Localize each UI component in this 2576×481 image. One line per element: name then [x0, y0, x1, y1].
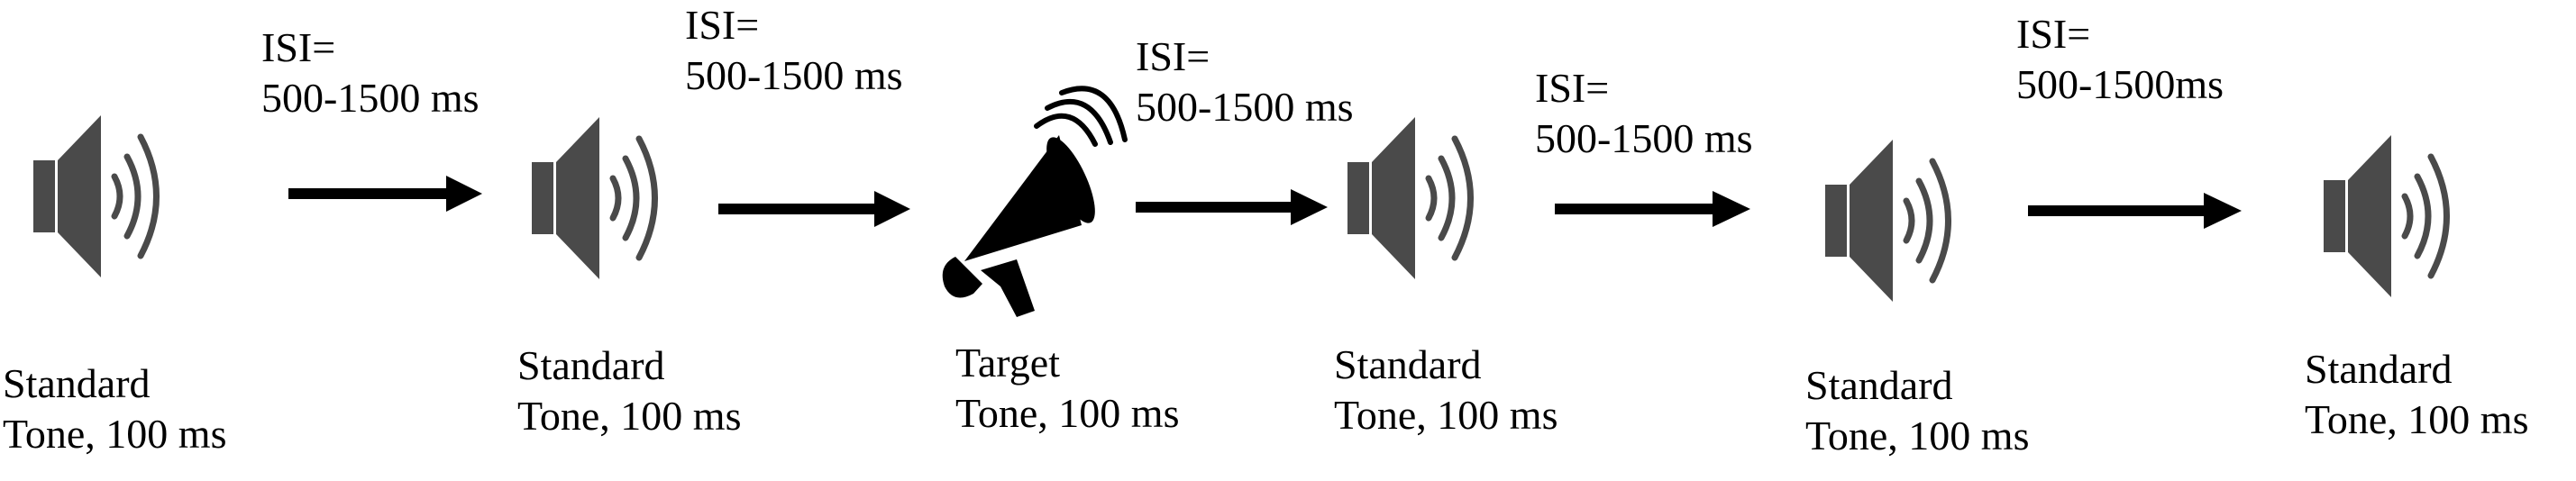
stimulus-label: Target Tone, 100 ms — [955, 338, 1180, 439]
speaker-icon — [1347, 117, 1471, 279]
arrow-right-icon — [2028, 193, 2242, 229]
stimulus-type: Standard — [1334, 341, 1482, 387]
isi-range: 500-1500 ms — [261, 75, 480, 122]
megaphone-icon — [942, 86, 1128, 317]
speaker-icon — [33, 115, 157, 277]
stimulus-duration: Tone, 100 ms — [2305, 396, 2529, 443]
arrow-right-icon — [288, 176, 482, 212]
stimulus-type: Target — [955, 340, 1060, 386]
isi-label: ISI= 500-1500 ms — [685, 0, 903, 101]
stimulus-label: Standard Tone, 100 ms — [1334, 340, 1558, 440]
isi-label: ISI= 500-1500 ms — [1136, 32, 1354, 132]
isi-label: ISI= 500-1500ms — [2016, 9, 2224, 110]
stimulus-label: Standard Tone, 100 ms — [2305, 344, 2529, 445]
stimulus-label: Standard Tone, 100 ms — [3, 358, 227, 459]
isi-range: 500-1500 ms — [1136, 84, 1354, 131]
speaker-icon — [1825, 140, 1949, 302]
stimulus-duration: Tone, 100 ms — [1334, 392, 1558, 439]
isi-range: 500-1500ms — [2016, 61, 2224, 108]
speaker-icon — [2324, 135, 2447, 297]
arrow-right-icon — [1555, 191, 1750, 227]
arrow-right-icon — [1136, 189, 1328, 225]
stimulus-label: Standard Tone, 100 ms — [517, 340, 742, 441]
stimulus-type: Standard — [2305, 346, 2453, 392]
stimulus-type: Standard — [1805, 362, 1953, 408]
stimulus-duration: Tone, 100 ms — [1805, 413, 2030, 459]
isi-range: 500-1500 ms — [1535, 115, 1753, 162]
stimulus-label: Standard Tone, 100 ms — [1805, 360, 2030, 461]
isi-title: ISI= — [2016, 11, 2091, 57]
isi-title: ISI= — [1535, 65, 1610, 111]
isi-title: ISI= — [261, 24, 336, 70]
speaker-icon — [532, 117, 655, 279]
isi-range: 500-1500 ms — [685, 52, 903, 99]
isi-title: ISI= — [685, 2, 760, 48]
stimulus-type: Standard — [3, 360, 151, 406]
stimulus-duration: Tone, 100 ms — [517, 393, 742, 440]
isi-title: ISI= — [1136, 33, 1210, 79]
stimulus-duration: Tone, 100 ms — [955, 390, 1180, 437]
stimulus-duration: Tone, 100 ms — [3, 411, 227, 458]
isi-label: ISI= 500-1500 ms — [1535, 63, 1753, 164]
isi-label: ISI= 500-1500 ms — [261, 23, 480, 123]
stimulus-type: Standard — [517, 342, 665, 388]
arrow-right-icon — [718, 191, 910, 227]
